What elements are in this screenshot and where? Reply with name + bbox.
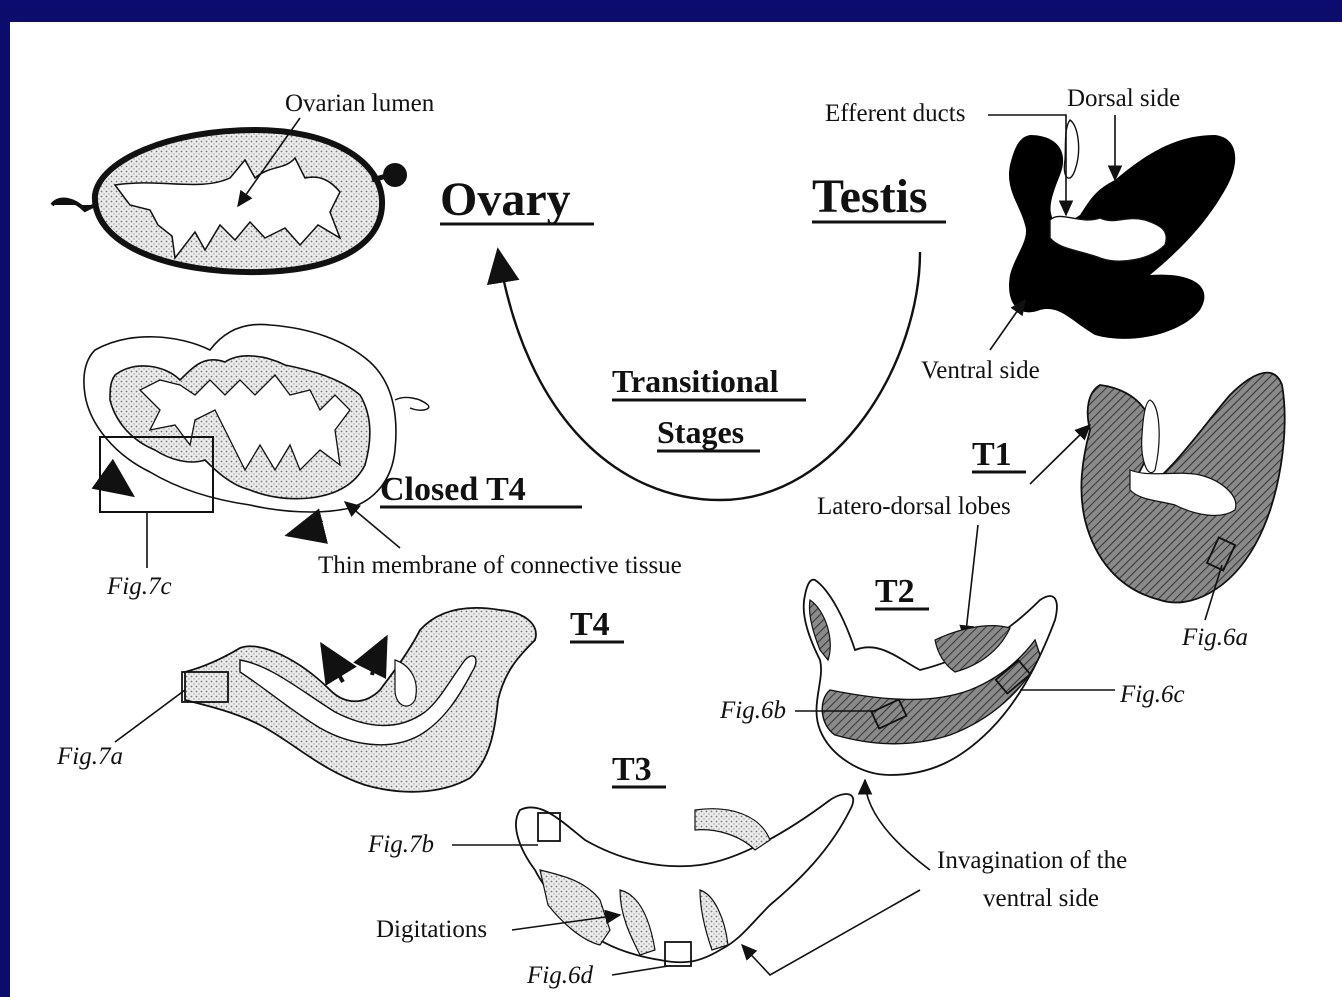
- fig6c-label: Fig.6c: [1119, 681, 1185, 708]
- dorsal-side-label: Dorsal side: [1067, 85, 1180, 112]
- testis-title: Testis: [812, 170, 946, 223]
- thin-membrane-arrow: [345, 502, 400, 548]
- fig6d-label: Fig.6d: [526, 962, 593, 989]
- latero-dorsal-lobes-label: Latero-dorsal lobes: [817, 493, 1011, 520]
- fig6a-label: Fig.6a: [1181, 624, 1248, 651]
- invagination-label-line2: ventral side: [983, 885, 1099, 912]
- invagination-arrow-t2: [865, 780, 930, 870]
- t3-title: T3: [612, 751, 652, 788]
- transitional-text: Transitional: [612, 363, 779, 399]
- t2-title: T2: [875, 573, 915, 610]
- testis-section: Efferent ducts Dorsal side Ventral side: [825, 85, 1235, 384]
- digitations-label: Digitations: [376, 916, 487, 943]
- fig7c-label: Fig.7c: [106, 573, 172, 600]
- figure-panel: Ovarian lumen Ovary Testis Transitional …: [10, 22, 1342, 997]
- t4-section: T4 Fig.7a: [56, 606, 624, 792]
- closed-t4-section: Closed T4 Thin membrane of connective ti…: [84, 324, 682, 600]
- stages-text: Stages: [657, 414, 744, 450]
- ventral-side-arrow: [990, 300, 1025, 350]
- efferent-ducts-label: Efferent ducts: [825, 100, 965, 127]
- ventral-side-label: Ventral side: [921, 357, 1040, 384]
- t1-title: T1: [972, 436, 1012, 473]
- ovary-title-text: Ovary: [440, 173, 571, 226]
- t2-section: T2 Fig.6b Fig.6c Invagination of the ven…: [719, 573, 1185, 975]
- fig7a-label: Fig.7a: [56, 743, 123, 770]
- testis-title-text: Testis: [812, 170, 928, 223]
- ovary-section: Ovarian lumen: [52, 90, 435, 272]
- fig6b-label: Fig.6b: [719, 697, 786, 724]
- invagination-label-line1: Invagination of the: [937, 847, 1127, 874]
- transitional-stages-title: Transitional Stages: [612, 363, 806, 451]
- thin-membrane-label: Thin membrane of connective tissue: [318, 552, 682, 579]
- closed-t4-title: Closed T4: [380, 471, 526, 508]
- fig7b-label: Fig.7b: [367, 831, 434, 858]
- ovary-title: Ovary: [440, 173, 594, 226]
- diagram-canvas: Ovarian lumen Ovary Testis Transitional …: [10, 22, 1342, 997]
- t4-title: T4: [570, 606, 610, 643]
- ovarian-lumen-label: Ovarian lumen: [285, 90, 435, 117]
